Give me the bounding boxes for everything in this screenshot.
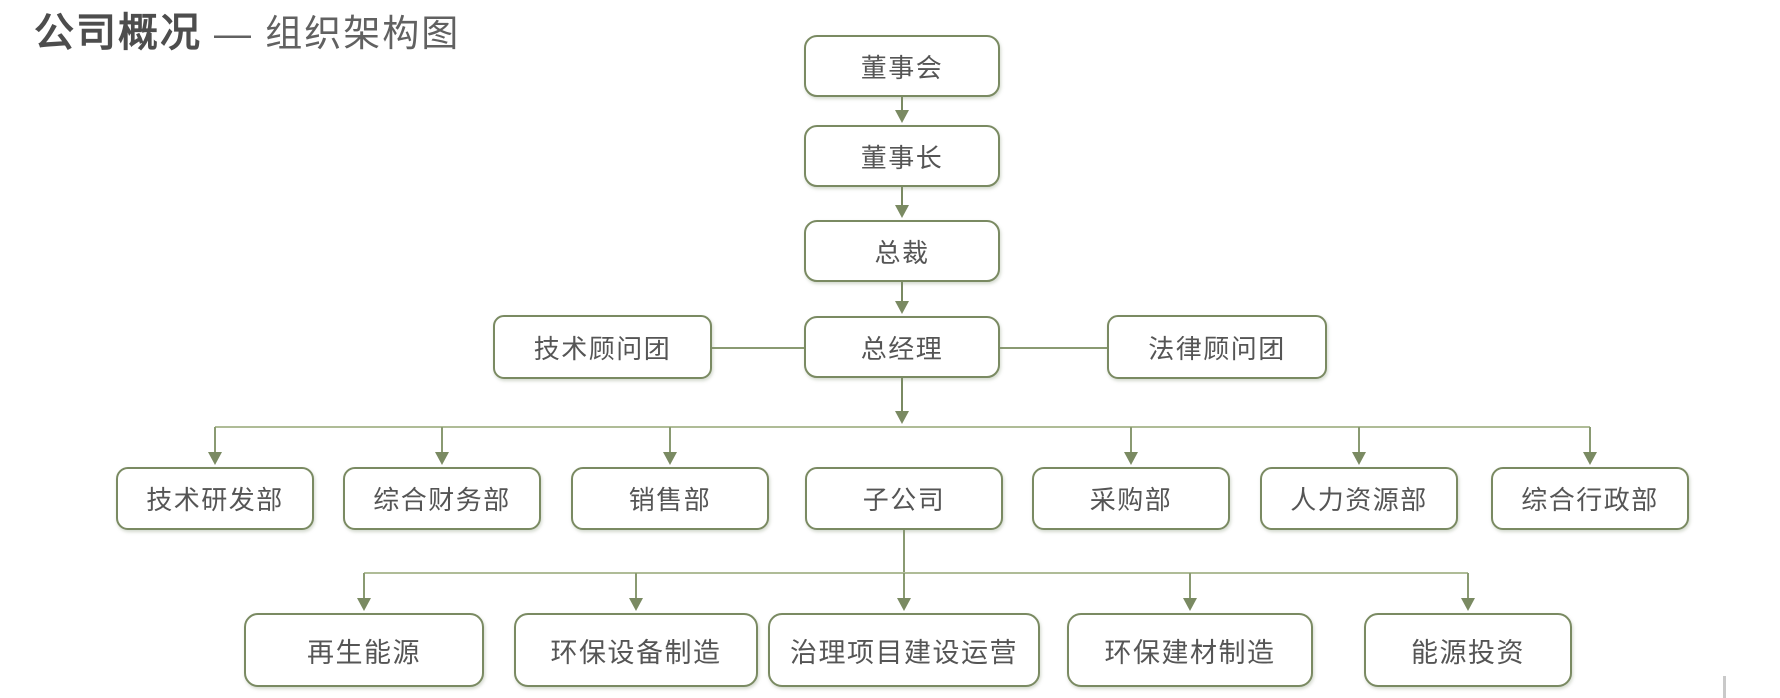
org-node-sub-env-materials: 环保建材制造 (1067, 613, 1313, 687)
page-title: 公司概况 — 组织架构图 (34, 8, 460, 58)
connector-chairman-president (895, 187, 909, 218)
connector-board-chairman (895, 97, 909, 123)
scrollbar-fragment[interactable] (1723, 676, 1726, 698)
org-node-tech-advisory: 技术顾问团 (493, 315, 712, 379)
connector-deptline-drops (208, 427, 1597, 465)
org-node-dept-procurement: 采购部 (1032, 467, 1230, 530)
org-node-sub-renewable-energy: 再生能源 (244, 613, 484, 687)
connector-gm-deptline (895, 378, 909, 424)
page-title-suffix: — 组织架构图 (214, 13, 461, 54)
org-node-sub-env-equipment: 环保设备制造 (514, 613, 758, 687)
org-node-dept-rnd: 技术研发部 (116, 467, 314, 530)
org-node-dept-subsidiary: 子公司 (805, 467, 1003, 530)
org-node-president: 总裁 (804, 220, 1000, 282)
org-node-chairman: 董事长 (804, 125, 1000, 187)
page-title-primary: 公司概况 (34, 11, 202, 55)
connector-subline-drops (357, 573, 1475, 611)
org-node-sub-energy-investment: 能源投资 (1364, 613, 1572, 687)
org-node-legal-advisory: 法律顾问团 (1107, 315, 1327, 379)
connector-president-gm (895, 282, 909, 314)
org-node-dept-finance: 综合财务部 (343, 467, 541, 530)
org-node-dept-sales: 销售部 (571, 467, 769, 530)
org-node-general-manager: 总经理 (804, 316, 1000, 378)
org-node-sub-treatment-projects: 治理项目建设运营 (768, 613, 1040, 687)
org-node-dept-admin: 综合行政部 (1491, 467, 1689, 530)
org-node-dept-hr: 人力资源部 (1260, 467, 1458, 530)
org-node-board: 董事会 (804, 35, 1000, 97)
